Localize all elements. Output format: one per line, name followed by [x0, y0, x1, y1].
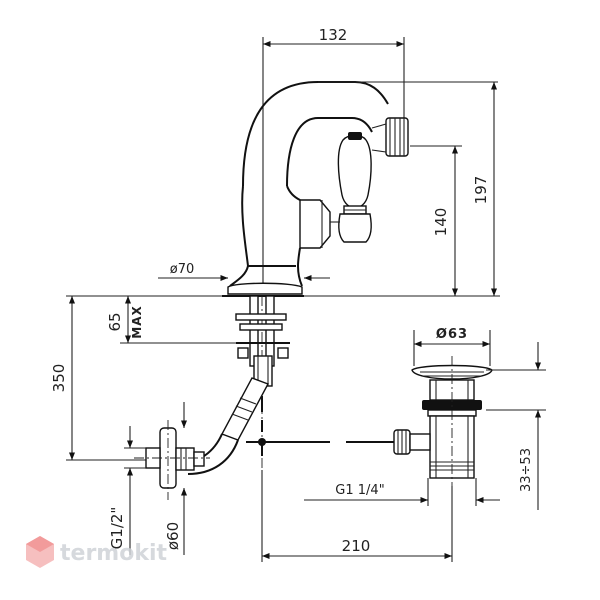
dim-max-label: MAX: [130, 305, 144, 338]
dim-d60-label: ø60: [164, 522, 182, 550]
dim-350-group: 350: [50, 295, 150, 461]
mounting-assembly: [179, 295, 394, 475]
watermark-text: termokit: [60, 541, 167, 566]
dim-g12-group: G1/2": [108, 426, 146, 555]
dim-132-group: 132: [262, 26, 405, 285]
dim-210-label: 210: [342, 537, 371, 555]
dim-65-label: 65: [106, 312, 124, 331]
faucet-body: [222, 81, 498, 297]
dim-3353-label: 33÷53: [519, 448, 534, 492]
dim-350-label: 350: [50, 364, 68, 393]
dim-132-label: 132: [319, 26, 348, 44]
dim-g114-label: G1 1/4": [335, 483, 384, 498]
dim-g12-label: G1/2": [108, 507, 126, 550]
dim-140-label: 140: [432, 208, 450, 237]
dim-d63-label: Ø63: [436, 327, 468, 342]
pop-up-drain: Ø63: [393, 327, 493, 486]
termokit-watermark: termokit: [26, 536, 167, 568]
dim-d70-label: ø70: [170, 262, 195, 277]
dim-210-group: 210: [261, 470, 453, 562]
dim-197-group: 197: [304, 82, 500, 297]
dim-d60-group: ø60: [164, 402, 188, 555]
dim-3353-group: 33÷53: [486, 342, 546, 510]
dim-65max-group: 65 MAX: [106, 295, 236, 344]
dim-g114-group: G1 1/4": [304, 478, 500, 506]
dim-d70-group: ø70: [158, 262, 330, 282]
dim-140-group: 140: [410, 145, 462, 296]
dim-197-label: 197: [472, 176, 490, 205]
angle-valve: [134, 420, 210, 500]
